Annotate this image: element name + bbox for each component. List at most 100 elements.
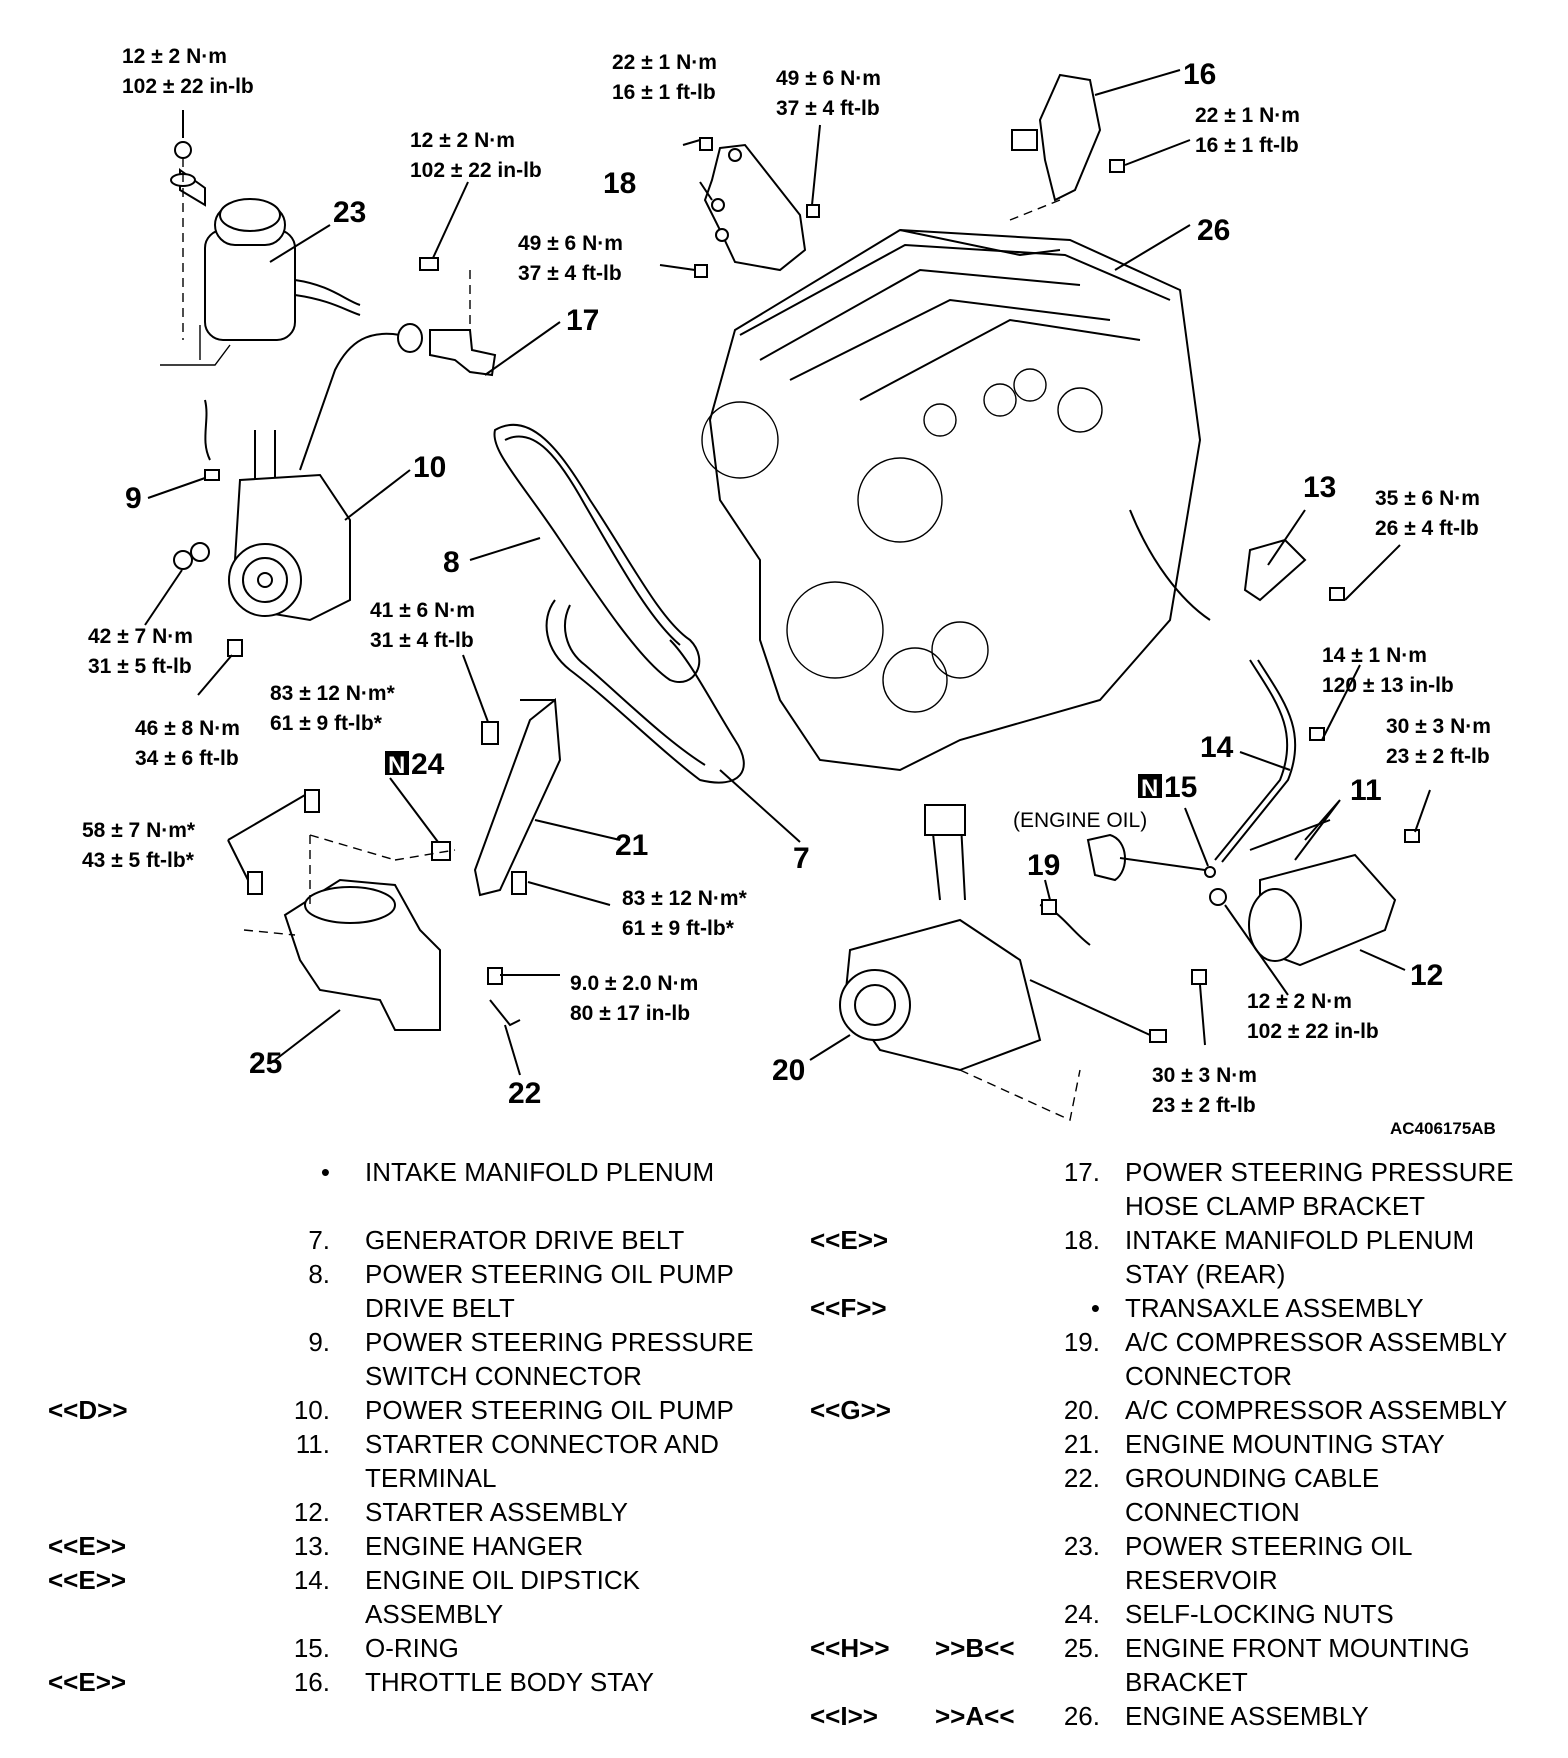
legend-code: <<F>>	[810, 1293, 887, 1323]
legend-row: RESERVOIR	[800, 1563, 1568, 1597]
stay-16-drawing	[1009, 69, 1191, 221]
torque-starter-terminal-imp: 102 ± 22 in-lb	[1247, 1020, 1379, 1043]
torque-bracket25-imp: 43 ± 5 ft-lb*	[82, 849, 195, 872]
legend-number: 23.	[1063, 1531, 1100, 1561]
legend-number: 19.	[1063, 1327, 1100, 1357]
torque-stay21-top-nm: 41 ± 6 N·m	[370, 599, 475, 622]
legend-row: 21. ENGINE MOUNTING STAY	[800, 1427, 1568, 1461]
callout-22: 22	[508, 1077, 541, 1110]
legend-row: <<D>>10.POWER STEERING OIL PUMP	[0, 1393, 790, 1427]
legend-row: DRIVE BELT	[0, 1291, 790, 1325]
legend-row: CONNECTOR	[800, 1359, 1568, 1393]
torque-bracket17-imp: 102 ± 22 in-lb	[410, 159, 542, 182]
legend-row: •INTAKE MANIFOLD PLENUM	[0, 1155, 790, 1189]
torque-bracket17-nm: 12 ± 2 N·m	[410, 129, 515, 152]
torque-starter-upper-nm: 30 ± 3 N·m	[1386, 715, 1491, 738]
callout-12: 12	[1410, 959, 1443, 992]
legend-number: 18.	[1063, 1225, 1100, 1255]
legend-number: 25.	[1063, 1633, 1100, 1663]
callout-7: 7	[793, 842, 810, 875]
callout-8: 8	[443, 546, 460, 579]
callout-9: 9	[125, 482, 142, 515]
legend-label: INTAKE MANIFOLD PLENUM	[365, 1157, 715, 1187]
torque-pump-bolt-imp: 34 ± 6 ft-lb	[135, 747, 239, 770]
legend-code: <<G>>	[810, 1395, 891, 1425]
torque-bracket25-nm: 58 ± 7 N·m*	[82, 819, 196, 842]
legend-row: 23. POWER STEERING OIL	[800, 1529, 1568, 1563]
torque-stay18-lower-nm: 49 ± 6 N·m	[518, 232, 623, 255]
legend-label: GROUNDING CABLE	[1125, 1463, 1380, 1493]
legend-row: HOSE CLAMP BRACKET	[800, 1189, 1568, 1223]
torque-starter-lower-nm: 30 ± 3 N·m	[1152, 1064, 1257, 1087]
legend-number: 15.	[293, 1633, 330, 1663]
legend-row: 11.STARTER CONNECTOR AND	[0, 1427, 790, 1461]
legend-label: CONNECTION	[1125, 1497, 1300, 1527]
legend-number: •	[1090, 1293, 1100, 1323]
torque-stay18-upper-nm: 22 ± 1 N·m	[612, 51, 717, 74]
torque-stay16-imp: 16 ± 1 ft-lb	[1195, 134, 1299, 157]
legend-label: POWER STEERING OIL PUMP	[365, 1259, 734, 1289]
legend-number: 12.	[293, 1497, 330, 1527]
legend-row: ASSEMBLY	[0, 1597, 790, 1631]
legend-row	[0, 1189, 790, 1223]
legend-number: 21.	[1063, 1429, 1100, 1459]
legend-number: 26.	[1063, 1701, 1100, 1731]
legend-label: THROTTLE BODY STAY	[365, 1667, 654, 1697]
legend-label: TRANSAXLE ASSEMBLY	[1125, 1293, 1424, 1323]
n-badge-24	[385, 751, 409, 775]
torque-pump-bolt-nm: 46 ± 8 N·m	[135, 717, 240, 740]
callout-13: 13	[1303, 471, 1336, 504]
compressor-20-drawing	[809, 804, 1167, 1122]
callout-16: 16	[1183, 58, 1216, 91]
legend-label: CONNECTOR	[1125, 1361, 1293, 1391]
torque-nut24-imp: 61 ± 9 ft-lb*	[270, 712, 383, 735]
callout-24: 24	[411, 748, 445, 781]
legend-label: ENGINE ASSEMBLY	[1125, 1701, 1369, 1731]
torque-stay21-right-imp: 61 ± 9 ft-lb*	[622, 917, 735, 940]
legend-label: ENGINE MOUNTING STAY	[1125, 1429, 1445, 1459]
legend-label: ENGINE HANGER	[365, 1531, 584, 1561]
legend-row: BRACKET	[800, 1665, 1568, 1699]
legend-row: SWITCH CONNECTOR	[0, 1359, 790, 1393]
legend-row: 12.STARTER ASSEMBLY	[0, 1495, 790, 1529]
legend-label: ASSEMBLY	[365, 1599, 504, 1629]
legend-row: 19.A/C COMPRESSOR ASSEMBLY	[800, 1325, 1568, 1359]
legend-row: <<E>>18.INTAKE MANIFOLD PLENUM	[800, 1223, 1568, 1257]
legend-code-secondary: >>A<<	[935, 1701, 1015, 1731]
legend-number: 14.	[293, 1565, 330, 1595]
legend-label: POWER STEERING OIL	[1125, 1531, 1413, 1561]
figure-id: AC406175AB	[1390, 1119, 1496, 1138]
drive-belts-drawing	[469, 423, 801, 843]
legend-code-secondary: >>B<<	[935, 1633, 1015, 1663]
legend-number: 7.	[308, 1225, 330, 1255]
legend-label: ENGINE OIL DIPSTICK	[365, 1565, 640, 1595]
legend-label: INTAKE MANIFOLD PLENUM	[1125, 1225, 1475, 1255]
mounting-drawing	[227, 654, 621, 1076]
legend-row: 17.POWER STEERING PRESSURE	[800, 1155, 1568, 1189]
torque-reservoir-nut-imp: 102 ± 22 in-lb	[122, 75, 254, 98]
torque-ground22-imp: 80 ± 17 in-lb	[570, 1002, 690, 1025]
callout-14: 14	[1200, 731, 1234, 764]
torque-stay18-right-nm: 49 ± 6 N·m	[776, 67, 881, 90]
torque-pump-nut-imp: 31 ± 5 ft-lb	[88, 655, 192, 678]
legend-row: <<E>>14.ENGINE OIL DIPSTICK	[0, 1563, 790, 1597]
callout-26: 26	[1197, 214, 1230, 247]
torque-reservoir-nut-nm: 12 ± 2 N·m	[122, 45, 227, 68]
legend-row: CONNECTION	[800, 1495, 1568, 1529]
exploded-parts-diagram: 7 8 9 10 11 12 13 14 N 15 (ENGINE OIL) 1…	[82, 45, 1496, 1138]
engine-oil-note: (ENGINE OIL)	[1013, 809, 1147, 832]
legend-label: POWER STEERING OIL PUMP	[365, 1395, 734, 1425]
legend-label: HOSE CLAMP BRACKET	[1125, 1191, 1426, 1221]
legend-label: POWER STEERING PRESSURE	[365, 1327, 754, 1357]
callout-labels: 7 8 9 10 11 12 13 14 N 15 (ENGINE OIL) 1…	[125, 58, 1443, 1110]
legend-number: 10.	[293, 1395, 330, 1425]
legend-row: <<I>>>>A<<26.ENGINE ASSEMBLY	[800, 1699, 1568, 1733]
callout-20: 20	[772, 1054, 805, 1087]
torque-starter-terminal-nm: 12 ± 2 N·m	[1247, 990, 1352, 1013]
callout-11: 11	[1350, 774, 1382, 807]
torque-stay21-right-nm: 83 ± 12 N·m*	[622, 887, 748, 910]
legend-label: BRACKET	[1125, 1667, 1248, 1697]
torque-hanger13-nm: 35 ± 6 N·m	[1375, 487, 1480, 510]
